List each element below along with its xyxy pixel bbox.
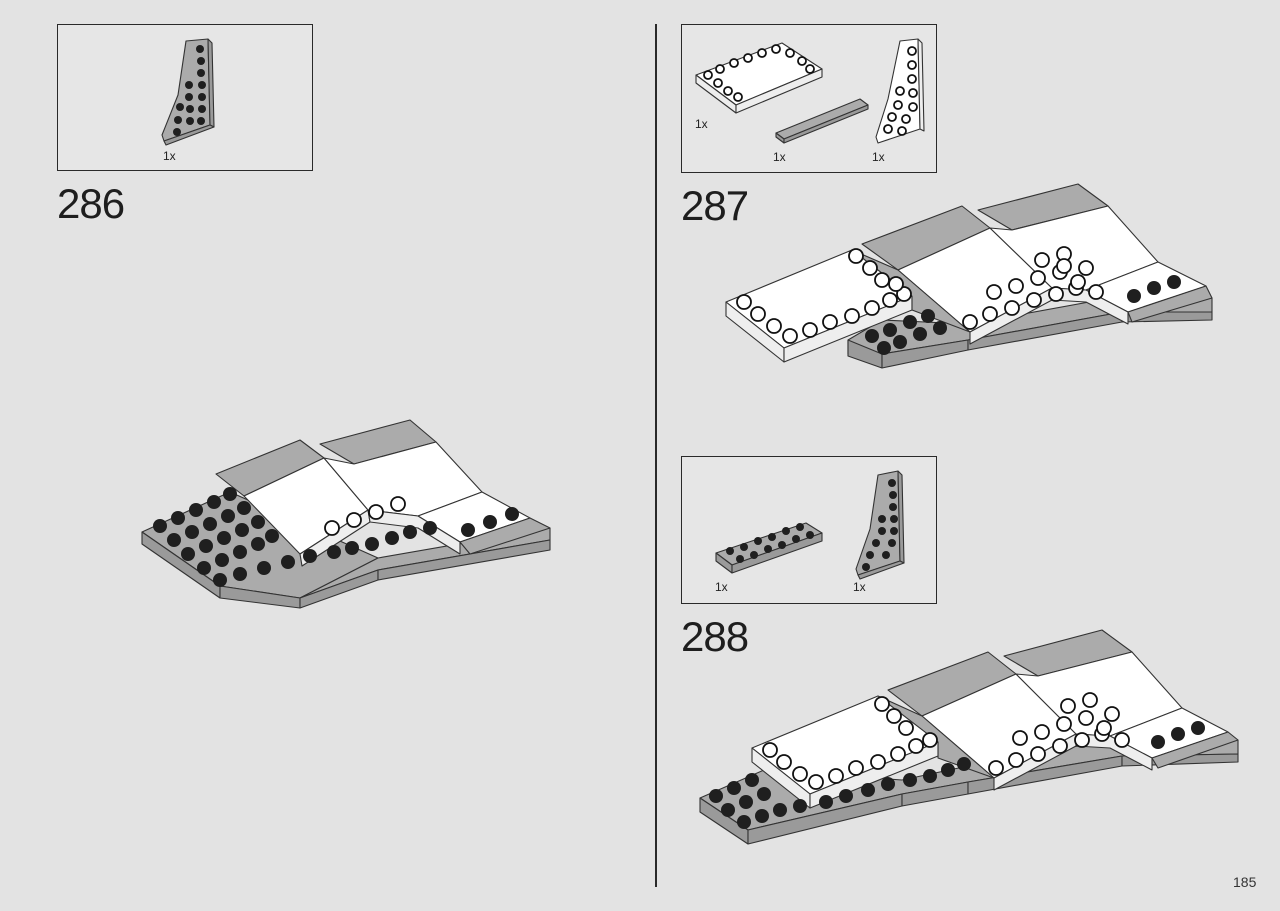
- light-gray-wedge-plate-icon: [161, 38, 215, 146]
- part-qty: 1x: [695, 117, 708, 131]
- white-wedge-plate-icon: [875, 38, 925, 144]
- part-qty: 1x: [853, 580, 866, 594]
- parts-callout-287: 1x 1x 1x: [681, 24, 937, 173]
- assembly-288: [699, 629, 1239, 845]
- step-number-287: 287: [681, 182, 749, 229]
- page-number: 185: [1233, 874, 1257, 890]
- step-number-288: 288: [681, 613, 749, 660]
- white-tile-plate-icon: [695, 42, 823, 114]
- part-qty: 1x: [872, 150, 885, 164]
- part-qty: 1x: [773, 150, 786, 164]
- parts-callout-288: 1x 1x: [681, 456, 937, 604]
- gray-tile-icon: [775, 98, 869, 144]
- page-divider: [655, 24, 657, 887]
- assembly-287: [725, 183, 1213, 369]
- step-number-286: 286: [57, 180, 125, 227]
- part-qty: 1x: [163, 149, 176, 163]
- part-qty: 1x: [715, 580, 728, 594]
- gray-plate-2x6-icon: [715, 522, 823, 574]
- parts-callout-286: 1x: [57, 24, 313, 171]
- assembly-286: [141, 419, 551, 609]
- gray-wedge-plate-icon: [855, 470, 905, 580]
